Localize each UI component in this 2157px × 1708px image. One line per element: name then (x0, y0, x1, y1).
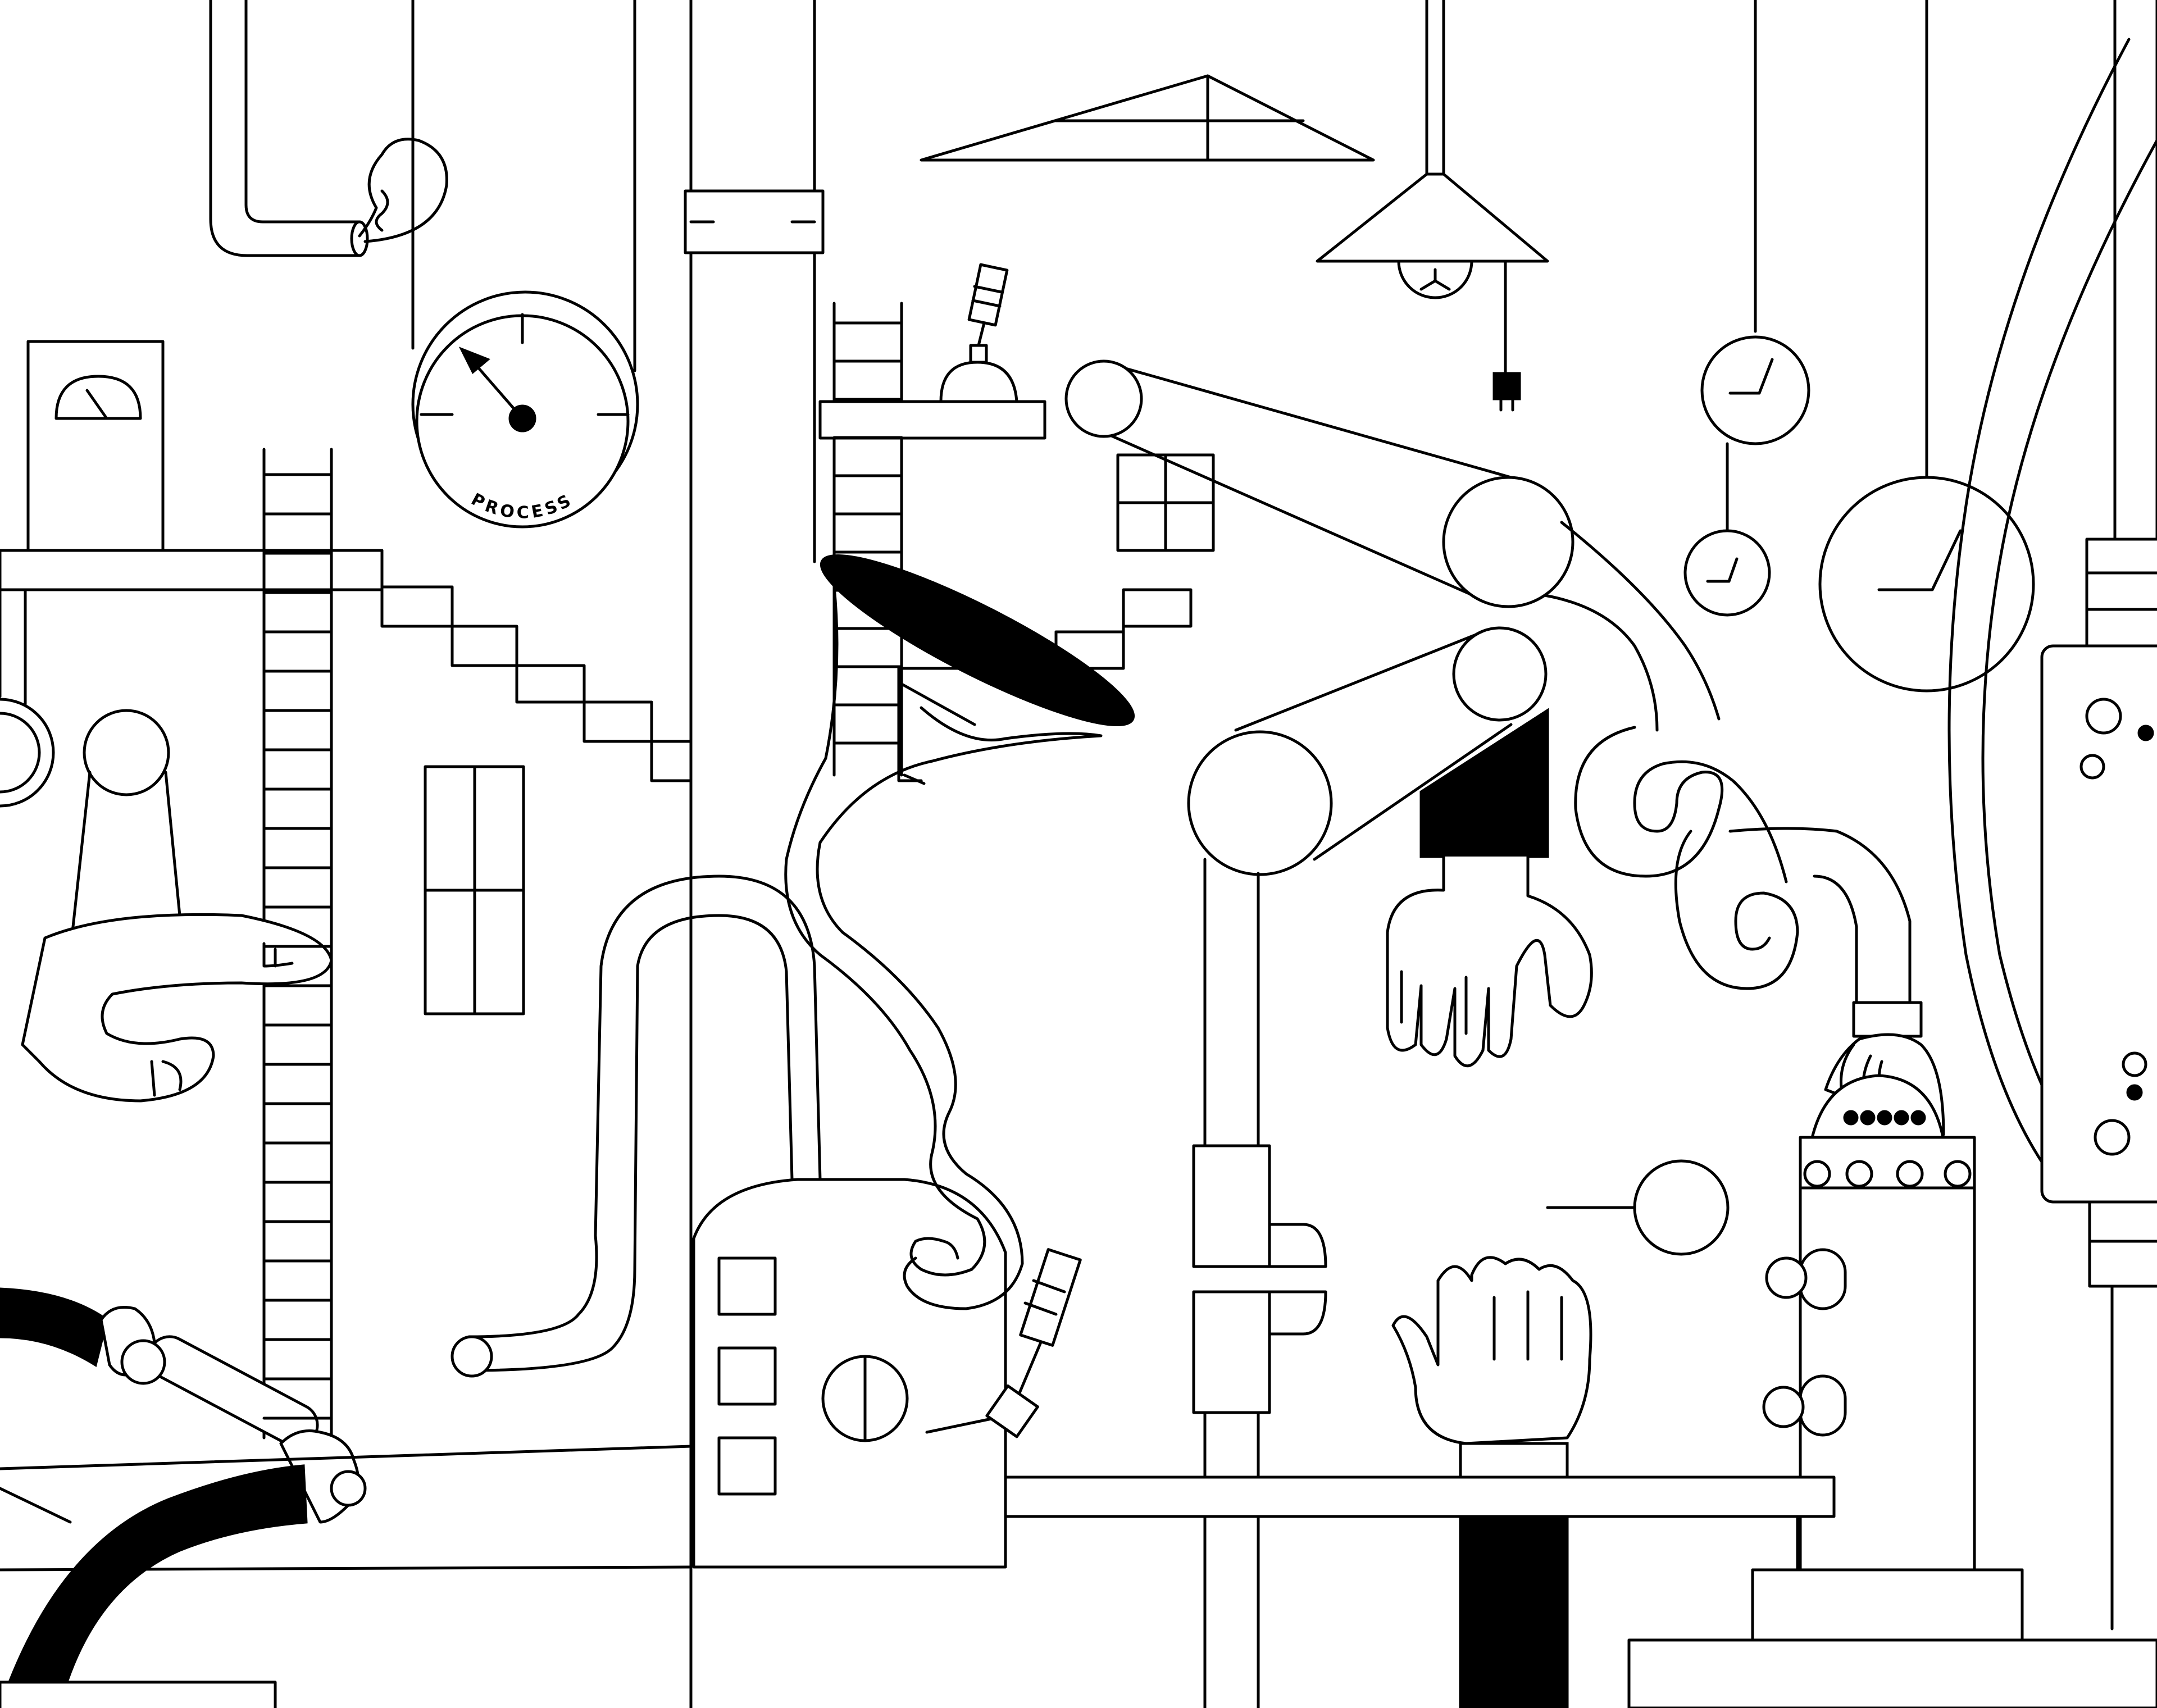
robot-arm-upper (1064, 359, 1788, 883)
control-cabinet (2040, 0, 2157, 1630)
window-icon-small (1116, 453, 1215, 552)
ladder-rungs-upper (832, 321, 903, 745)
side-wheel (0, 698, 55, 808)
rolling-pin-arm (0, 1287, 367, 1708)
folded-hand-arm (21, 709, 333, 1103)
ladder-rungs (262, 473, 333, 1420)
vertical-pipe (1192, 1144, 1327, 1708)
robot-arm-middle (1187, 626, 1549, 1147)
roof-triangle (920, 74, 1375, 162)
process-clock-icon: PROCESS (411, 0, 639, 529)
central-column (684, 0, 825, 1708)
top-left-pipe (209, 0, 448, 257)
right-arc-pipe (1947, 38, 2157, 1204)
gear-icon (1546, 1159, 1730, 1256)
floor-lines (0, 1445, 693, 1708)
shelf-with-bell (818, 263, 1046, 440)
wall-clock-icon-large (1818, 0, 2035, 693)
base-blocks (1627, 1568, 2157, 1708)
power-plug-icon (1492, 259, 1521, 412)
robot-hand-icon (1386, 857, 1593, 1068)
megaphone-funnel-icon (784, 554, 1135, 1310)
wall-clock-icon (1683, 0, 1810, 617)
staircase-left (380, 549, 693, 782)
ceiling-lamp-icon (1316, 0, 1549, 299)
center-machine (692, 1178, 1082, 1569)
gauge-cabinet (26, 340, 165, 554)
horizontal-pipe (886, 1475, 1836, 1572)
window-icon (424, 765, 525, 1015)
pressure-gauge-icon (0, 549, 384, 732)
u-pipe (450, 875, 822, 1378)
